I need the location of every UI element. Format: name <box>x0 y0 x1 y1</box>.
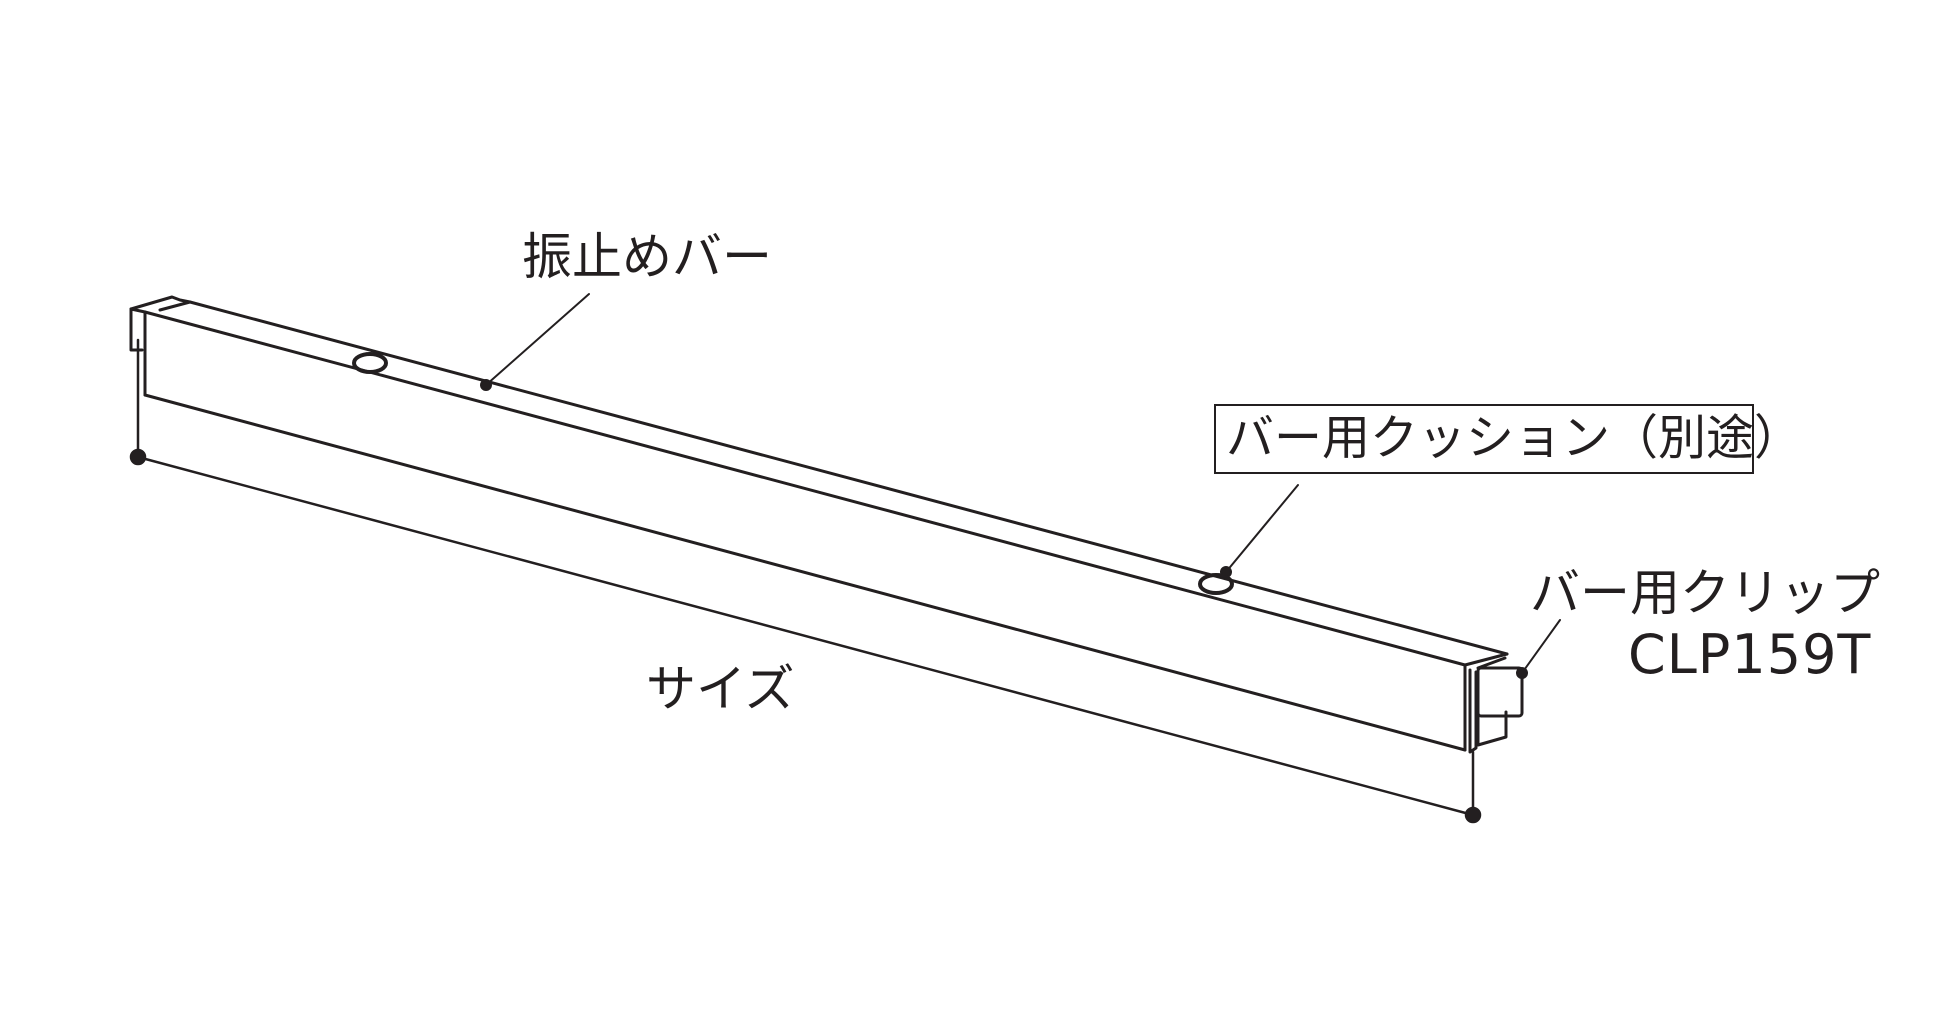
cushions <box>352 352 1234 595</box>
left-clip <box>129 295 192 352</box>
bar-cushion-label-box <box>1214 404 1754 474</box>
leader-lines <box>480 293 1561 679</box>
size-dimension <box>129 338 1482 824</box>
sway-bar-label: 振止めバー <box>522 228 772 286</box>
right-clip <box>1468 656 1524 754</box>
bar-cushion-label: バー用クッション（別途） <box>1226 410 1803 466</box>
sway-bar <box>143 300 1509 752</box>
size-label: サイズ <box>646 660 795 718</box>
clip-model-label: CLP159T <box>1628 623 1872 686</box>
bar-clip-label: バー用クリップ <box>1530 564 1880 622</box>
